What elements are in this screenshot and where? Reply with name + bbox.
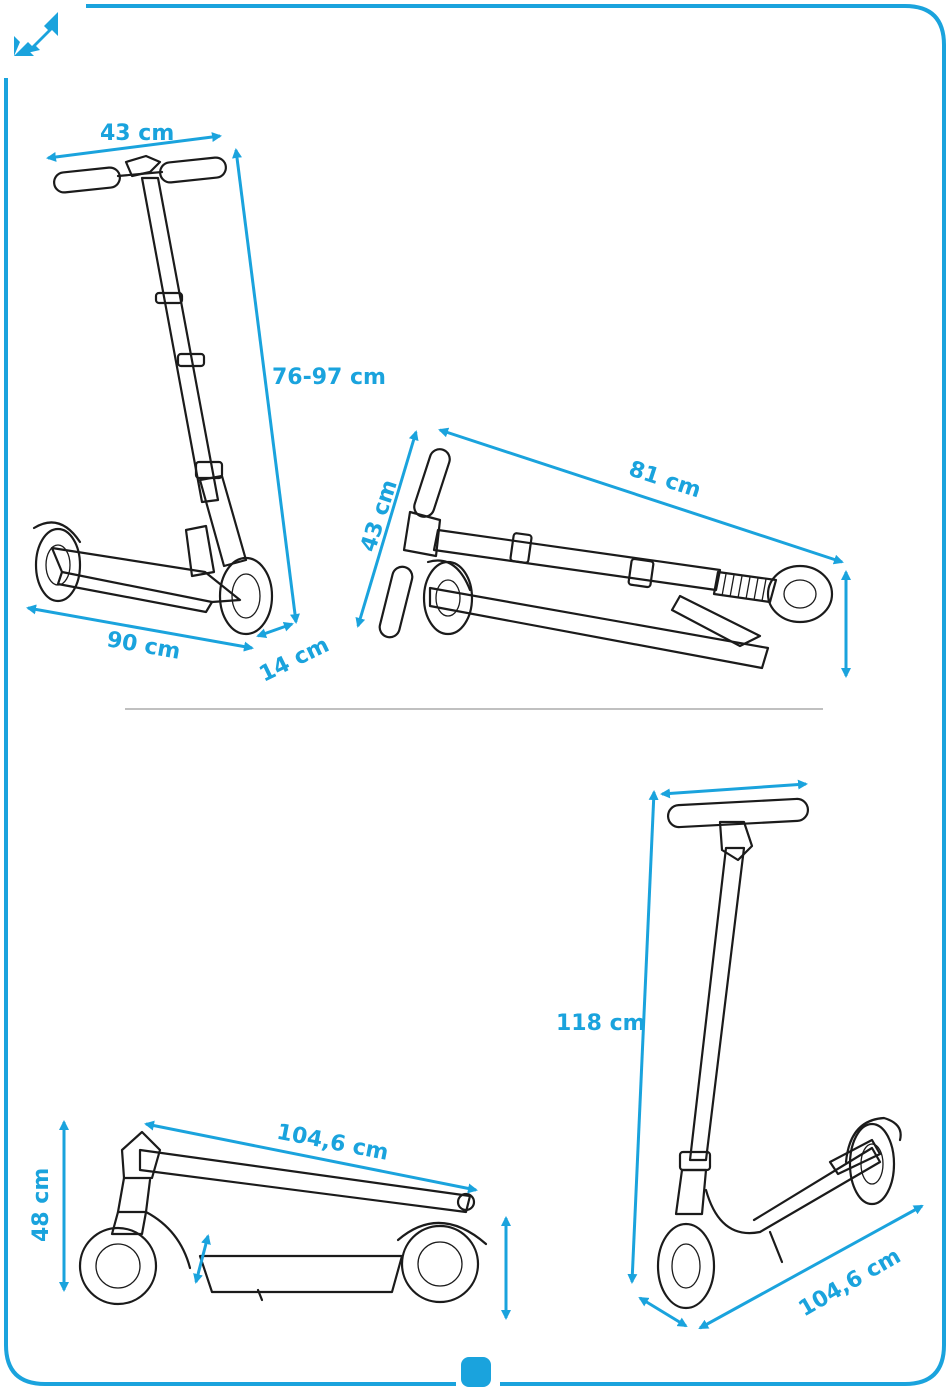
label-total-length: 104,6 cm bbox=[795, 1244, 906, 1322]
dim-total-height-118: 118 cm bbox=[556, 792, 654, 1282]
dim-folded-side-height: 48 cm bbox=[29, 1122, 64, 1290]
expand-arrows-icon bbox=[14, 12, 58, 56]
dim-total-length-104-6: 104,6 cm bbox=[700, 1206, 922, 1328]
scooter-unfolded-front-view bbox=[34, 156, 272, 634]
label-deck: 14 cm bbox=[256, 633, 334, 688]
dim-width-43: 43 cm bbox=[48, 121, 220, 158]
dim-deck-14: 14 cm bbox=[256, 624, 334, 688]
page-marker-badge bbox=[461, 1357, 491, 1387]
label-height: 76-97 cm bbox=[272, 365, 386, 390]
label-width: 43 cm bbox=[100, 121, 174, 146]
label-folded-side-height: 48 cm bbox=[29, 1168, 54, 1242]
label-total-height: 118 cm bbox=[556, 1011, 646, 1036]
dim-folded-length-81: 81 cm bbox=[440, 430, 842, 562]
dim-folded-side-length: 104,6 cm bbox=[146, 1120, 476, 1190]
scooter-folded-top-view bbox=[378, 447, 832, 668]
dim-length-90: 90 cm bbox=[28, 608, 252, 665]
dim-height-76-97: 76-97 cm bbox=[236, 150, 386, 622]
label-folded-side-length: 104,6 cm bbox=[275, 1120, 391, 1166]
label-folded-height: 43 cm bbox=[356, 477, 403, 555]
dim-handle-width bbox=[662, 784, 806, 794]
dim-wheel-offset bbox=[640, 1298, 686, 1326]
scooter-unfolded-side-view bbox=[658, 798, 901, 1308]
scooter-folded-side-view bbox=[80, 1132, 486, 1304]
